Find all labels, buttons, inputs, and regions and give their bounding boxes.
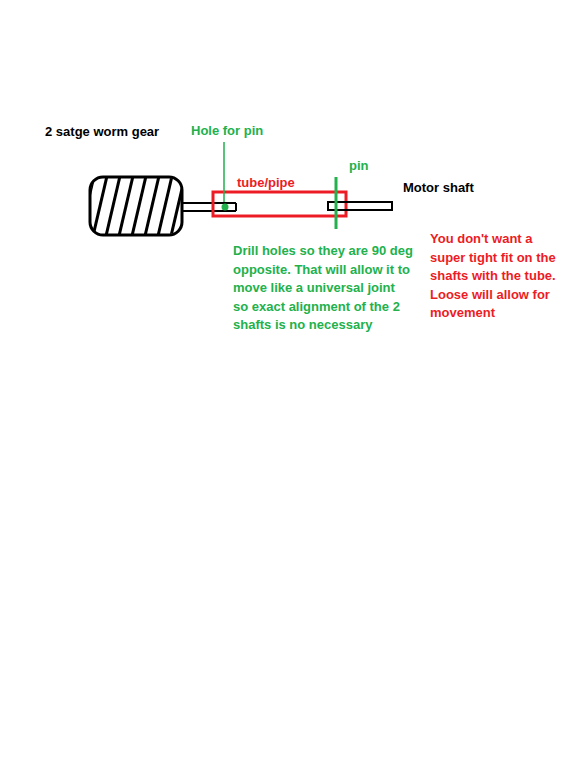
gear-shaft — [182, 202, 236, 204]
worm-gear — [90, 177, 182, 235]
thread-stroke — [93, 178, 107, 234]
pin — [335, 177, 338, 229]
thread-stroke — [171, 178, 181, 234]
thread-stroke — [132, 178, 146, 234]
worm-thread — [91, 178, 181, 234]
thread-stroke — [119, 178, 133, 234]
gear-shaft — [182, 210, 236, 212]
leader-line — [223, 142, 225, 202]
note-text: Drill holes so they are 90 deg opposite.… — [233, 242, 413, 335]
part-label: tube/pipe — [237, 174, 327, 193]
part-label: 2 satge worm gear — [45, 123, 195, 142]
motor-shaft — [328, 202, 392, 210]
tube-pipe — [213, 192, 346, 216]
callout-label: Hole for pin — [191, 122, 301, 141]
thread-stroke — [145, 178, 159, 234]
part-label: Motor shaft — [403, 179, 513, 198]
thread-stroke — [158, 178, 172, 234]
thread-stroke — [106, 178, 120, 234]
part-label: pin — [349, 157, 389, 176]
note-text: You don't want a super tight fit on the … — [430, 230, 570, 323]
gear-shaft — [235, 203, 237, 211]
pin-hole — [222, 204, 229, 211]
